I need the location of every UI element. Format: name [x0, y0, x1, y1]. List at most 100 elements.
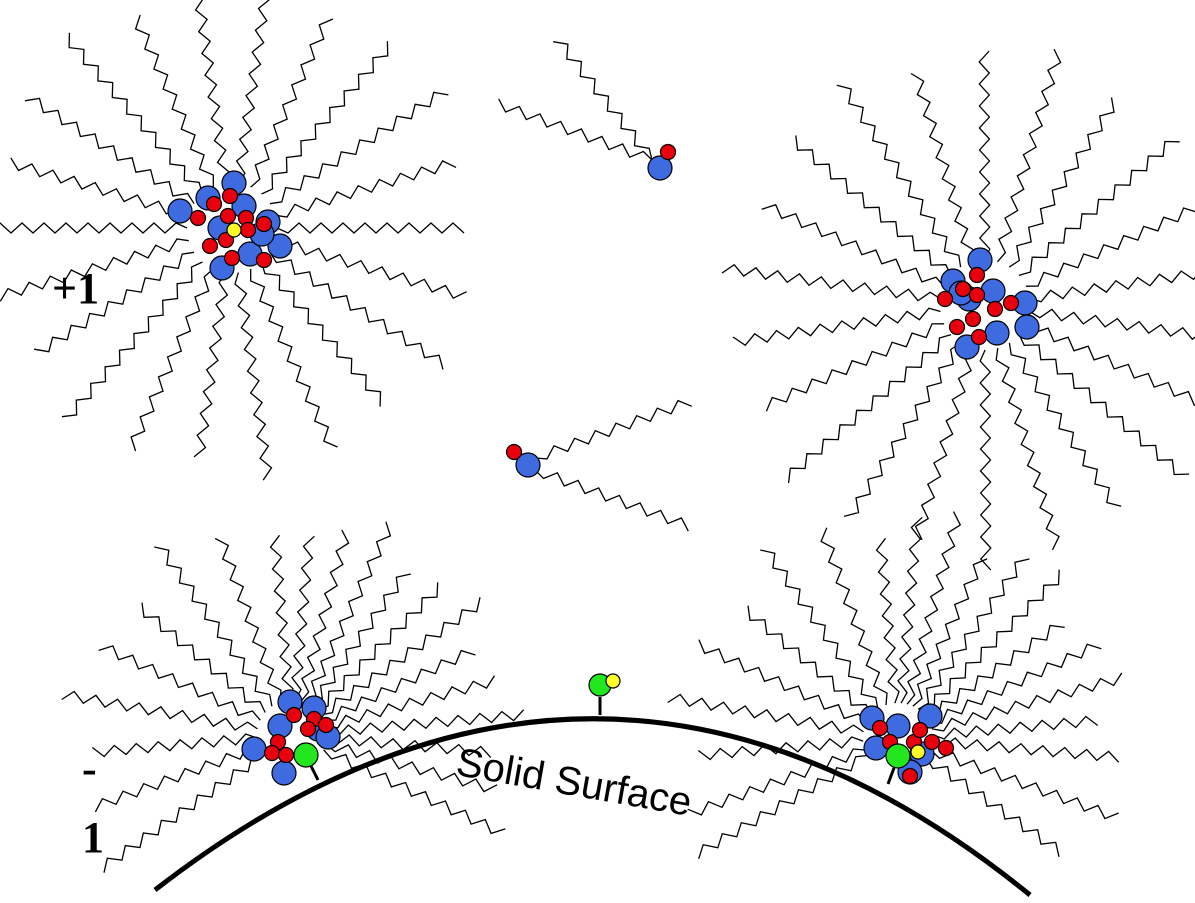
solid-surface-label: Solid Surface: [453, 740, 695, 825]
hydrocarbon-tail: [103, 754, 264, 873]
hydrocarbon-tail: [906, 511, 962, 705]
free-surfactant-top: [498, 41, 677, 181]
hydrocarbon-tail: [33, 251, 195, 353]
headgroup-red: [223, 249, 241, 267]
hydrocarbon-tail: [997, 48, 1062, 263]
hydrocarbon-tail: [326, 709, 525, 737]
hydrocarbon-tail: [94, 745, 260, 813]
hydrocarbon-tail: [930, 749, 1119, 820]
headgroup-red: [968, 286, 986, 304]
headgroup-red: [970, 328, 988, 346]
solid-surface-curve: [153, 716, 1032, 897]
hydrocarbon-tail: [250, 268, 338, 448]
headgroup-red: [936, 290, 954, 308]
hydrocarbon-tail: [234, 272, 273, 481]
hydrocarbon-tail: [274, 240, 467, 300]
hydrocarbon-tail: [325, 743, 498, 793]
label-minus-sign: -: [82, 744, 97, 793]
hydrocarbon-tail: [269, 251, 444, 370]
hydrocarbon-tail: [260, 261, 382, 407]
hydrocarbon-tail: [498, 98, 653, 161]
hydrocarbon-tail: [269, 91, 449, 205]
headgroup-blue: [984, 320, 1010, 346]
headgroup-red: [659, 143, 677, 161]
hydrocarbon-tail: [326, 734, 492, 758]
headgroup-red: [255, 215, 273, 233]
hydrocarbon-tail: [795, 135, 952, 276]
headgroup-blue: [1014, 314, 1040, 340]
hydrocarbon-tail: [275, 160, 457, 218]
headgroup-red: [285, 706, 303, 724]
hydrocarbon-tail: [932, 737, 1120, 763]
hydrocarbon-tail: [0, 222, 188, 234]
headgroup-red: [986, 300, 1004, 318]
hydrocarbon-tail: [1008, 342, 1122, 507]
hydrocarbon-tail: [765, 323, 945, 412]
center-yellow: [605, 673, 621, 689]
micelle-top-right: [721, 48, 1195, 571]
headgroup-red: [505, 443, 523, 461]
hydrocarbon-tail: [323, 649, 476, 721]
hydrocarbon-tail: [761, 203, 945, 287]
headgroup-red: [299, 720, 317, 738]
hydrocarbon-tail: [721, 263, 941, 302]
hydrocarbon-tail: [300, 529, 350, 702]
hydrocarbon-tail: [979, 349, 992, 571]
hydrocarbon-tail: [68, 32, 204, 195]
headgroup-red: [968, 266, 986, 284]
hydrocarbon-tail: [897, 516, 923, 704]
headgroup-red: [871, 719, 889, 737]
hydrocarbon-tail: [91, 733, 258, 758]
hydrocarbon-tail: [1029, 270, 1195, 303]
hydrocarbon-tail: [0, 238, 189, 302]
hydrocarbon-tail: [1018, 334, 1190, 476]
hydrocarbon-tail: [276, 222, 465, 234]
headgroup-red: [221, 187, 239, 205]
hydrocarbon-tail: [910, 72, 975, 262]
headgroup-red: [901, 767, 919, 785]
hydrocarbon-tail: [1018, 140, 1180, 277]
hydrocarbon-tail: [836, 84, 962, 268]
hydrocarbon-tail: [154, 546, 273, 707]
hydrocarbon-tail: [914, 347, 973, 541]
headgroup-red: [317, 716, 335, 734]
surface-site-bare: [588, 673, 621, 715]
hydrocarbon-tail: [1008, 97, 1115, 268]
hydrocarbon-tail: [291, 535, 315, 701]
hydrocarbon-tail: [697, 736, 864, 761]
headgroup-red: [239, 221, 257, 239]
hydrocarbon-tail: [787, 333, 952, 483]
headgroup-red: [255, 251, 273, 269]
hydrocarbon-tail: [553, 41, 653, 161]
hydrocarbon-tail: [141, 602, 266, 713]
hydrocarbon-tail: [1029, 308, 1195, 341]
hydrocarbon-tail: [932, 715, 1099, 740]
headgroup-red: [923, 733, 941, 751]
surface-anchor-stem: [886, 767, 896, 785]
headgroup-red: [263, 744, 281, 762]
hydrocarbon-tail: [1025, 207, 1195, 287]
hydrocarbon-tail: [687, 748, 866, 816]
surface-site-green: [293, 742, 319, 768]
hydrocarbon-tail: [250, 18, 334, 188]
hydrocarbon-tail: [534, 469, 689, 532]
hydrocarbon-tail: [320, 597, 481, 716]
hydrocarbon-tail: [323, 749, 506, 835]
headgroup-red: [911, 721, 929, 739]
hydrocarbon-tail: [912, 558, 988, 707]
hydrocarbon-tail: [534, 399, 693, 460]
free-surfactant-middle: [505, 399, 693, 532]
hydrocarbon-tail: [698, 639, 867, 724]
label-minus-one: 1: [82, 813, 104, 862]
headgroup-blue: [271, 760, 297, 786]
headgroup-red: [189, 209, 207, 227]
hydrocarbon-tail: [843, 342, 962, 518]
headgroup-red: [219, 207, 237, 225]
hydrocarbon-tail: [61, 261, 203, 418]
hydrocarbon-tail: [316, 582, 439, 711]
hydrocarbon-tail: [98, 645, 261, 721]
headgroup-red: [201, 237, 219, 255]
headgroup-blue: [241, 736, 267, 762]
hydrocarbon-tail: [194, 0, 230, 184]
